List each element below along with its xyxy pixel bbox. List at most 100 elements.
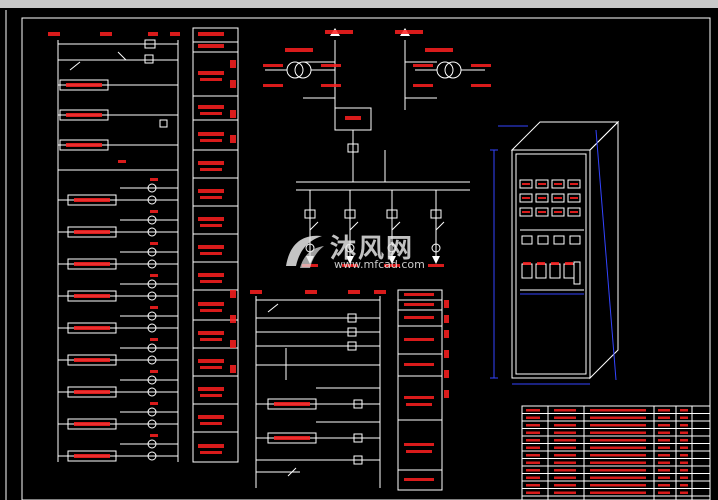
label-mark <box>230 365 236 373</box>
label-mark <box>658 476 670 479</box>
label-mark <box>590 461 646 464</box>
label-mark <box>658 469 670 472</box>
label-mark <box>198 161 224 165</box>
breaker-module <box>551 179 565 189</box>
label-mark <box>554 454 576 457</box>
contactor-module <box>563 263 575 279</box>
label-mark <box>66 113 102 117</box>
label-mark <box>444 390 449 398</box>
indicator-lamp <box>147 291 157 301</box>
label-mark <box>554 409 576 412</box>
label-mark <box>658 416 670 419</box>
label-mark <box>554 183 562 185</box>
label-mark <box>590 454 646 457</box>
function-block <box>59 109 109 121</box>
label-mark <box>538 197 546 199</box>
label-mark <box>250 290 262 294</box>
relay-coil <box>347 327 357 337</box>
arrow-icon <box>346 256 354 264</box>
arrow-icon <box>306 256 314 264</box>
label-mark <box>526 476 540 479</box>
label-mark <box>658 461 670 464</box>
label-mark <box>230 80 236 88</box>
label-mark <box>590 446 646 449</box>
label-mark <box>150 434 158 437</box>
bill-of-materials-table <box>521 405 711 500</box>
middle-label-column <box>397 289 449 491</box>
cabinet-elevation <box>490 120 620 385</box>
switch-contact <box>267 303 279 313</box>
left-label-column <box>192 27 239 463</box>
label-mark <box>321 64 341 67</box>
label-mark <box>428 264 444 267</box>
label-mark <box>444 350 449 358</box>
label-mark <box>680 454 688 457</box>
label-mark <box>148 32 158 36</box>
label-mark <box>554 211 562 213</box>
label-mark <box>198 217 224 221</box>
label-mark <box>680 446 688 449</box>
label-mark <box>198 415 224 419</box>
contactor-module <box>521 263 533 279</box>
label-mark <box>404 478 434 481</box>
label-mark <box>590 491 646 494</box>
label-mark <box>170 32 180 36</box>
label-mark <box>150 210 158 213</box>
contactor-module <box>549 263 561 279</box>
switch-contact <box>287 467 297 477</box>
label-mark <box>230 60 236 68</box>
label-mark <box>150 274 158 277</box>
label-mark <box>395 30 423 34</box>
label-mark <box>404 303 434 306</box>
label-mark <box>526 446 540 449</box>
label-mark <box>522 183 530 185</box>
label-mark <box>74 390 110 394</box>
ct-coil <box>387 243 397 253</box>
label-mark <box>302 264 318 267</box>
label-mark <box>680 424 688 427</box>
label-mark <box>230 290 236 298</box>
label-mark <box>680 476 688 479</box>
label-mark <box>526 461 540 464</box>
label-mark <box>345 116 361 120</box>
label-mark <box>150 306 158 309</box>
terminal-box <box>159 119 168 128</box>
label-mark <box>342 264 358 267</box>
relay-block <box>67 258 117 270</box>
indicator-lamp <box>147 259 157 269</box>
indicator-lamp <box>147 195 157 205</box>
label-mark <box>658 454 670 457</box>
indicator-lamp <box>147 355 157 365</box>
transformer-section <box>263 28 491 182</box>
label-mark <box>680 409 688 412</box>
label-mark <box>305 290 317 294</box>
door-handle <box>573 261 581 285</box>
label-mark <box>680 416 688 419</box>
relay-module <box>553 235 565 245</box>
label-mark <box>406 450 432 453</box>
breaker-module <box>519 193 533 203</box>
label-mark <box>554 416 576 419</box>
label-mark <box>198 189 224 193</box>
breaker-module <box>567 207 581 217</box>
label-mark <box>590 484 646 487</box>
label-mark <box>198 44 224 48</box>
switch-contact <box>349 221 359 231</box>
label-mark <box>538 183 546 185</box>
label-mark <box>404 316 434 319</box>
relay-block <box>67 226 117 238</box>
relay-block <box>67 450 117 462</box>
label-mark <box>522 211 530 213</box>
indicator-lamp <box>147 451 157 461</box>
label-mark <box>74 358 110 362</box>
label-mark <box>404 396 434 399</box>
label-mark <box>66 143 102 147</box>
switch-contact <box>309 221 319 231</box>
label-mark <box>565 262 573 265</box>
switch-contact <box>117 51 127 61</box>
label-mark <box>554 431 576 434</box>
label-mark <box>658 424 670 427</box>
arrow-icon <box>388 256 396 264</box>
label-mark <box>554 469 576 472</box>
label-mark <box>554 461 576 464</box>
